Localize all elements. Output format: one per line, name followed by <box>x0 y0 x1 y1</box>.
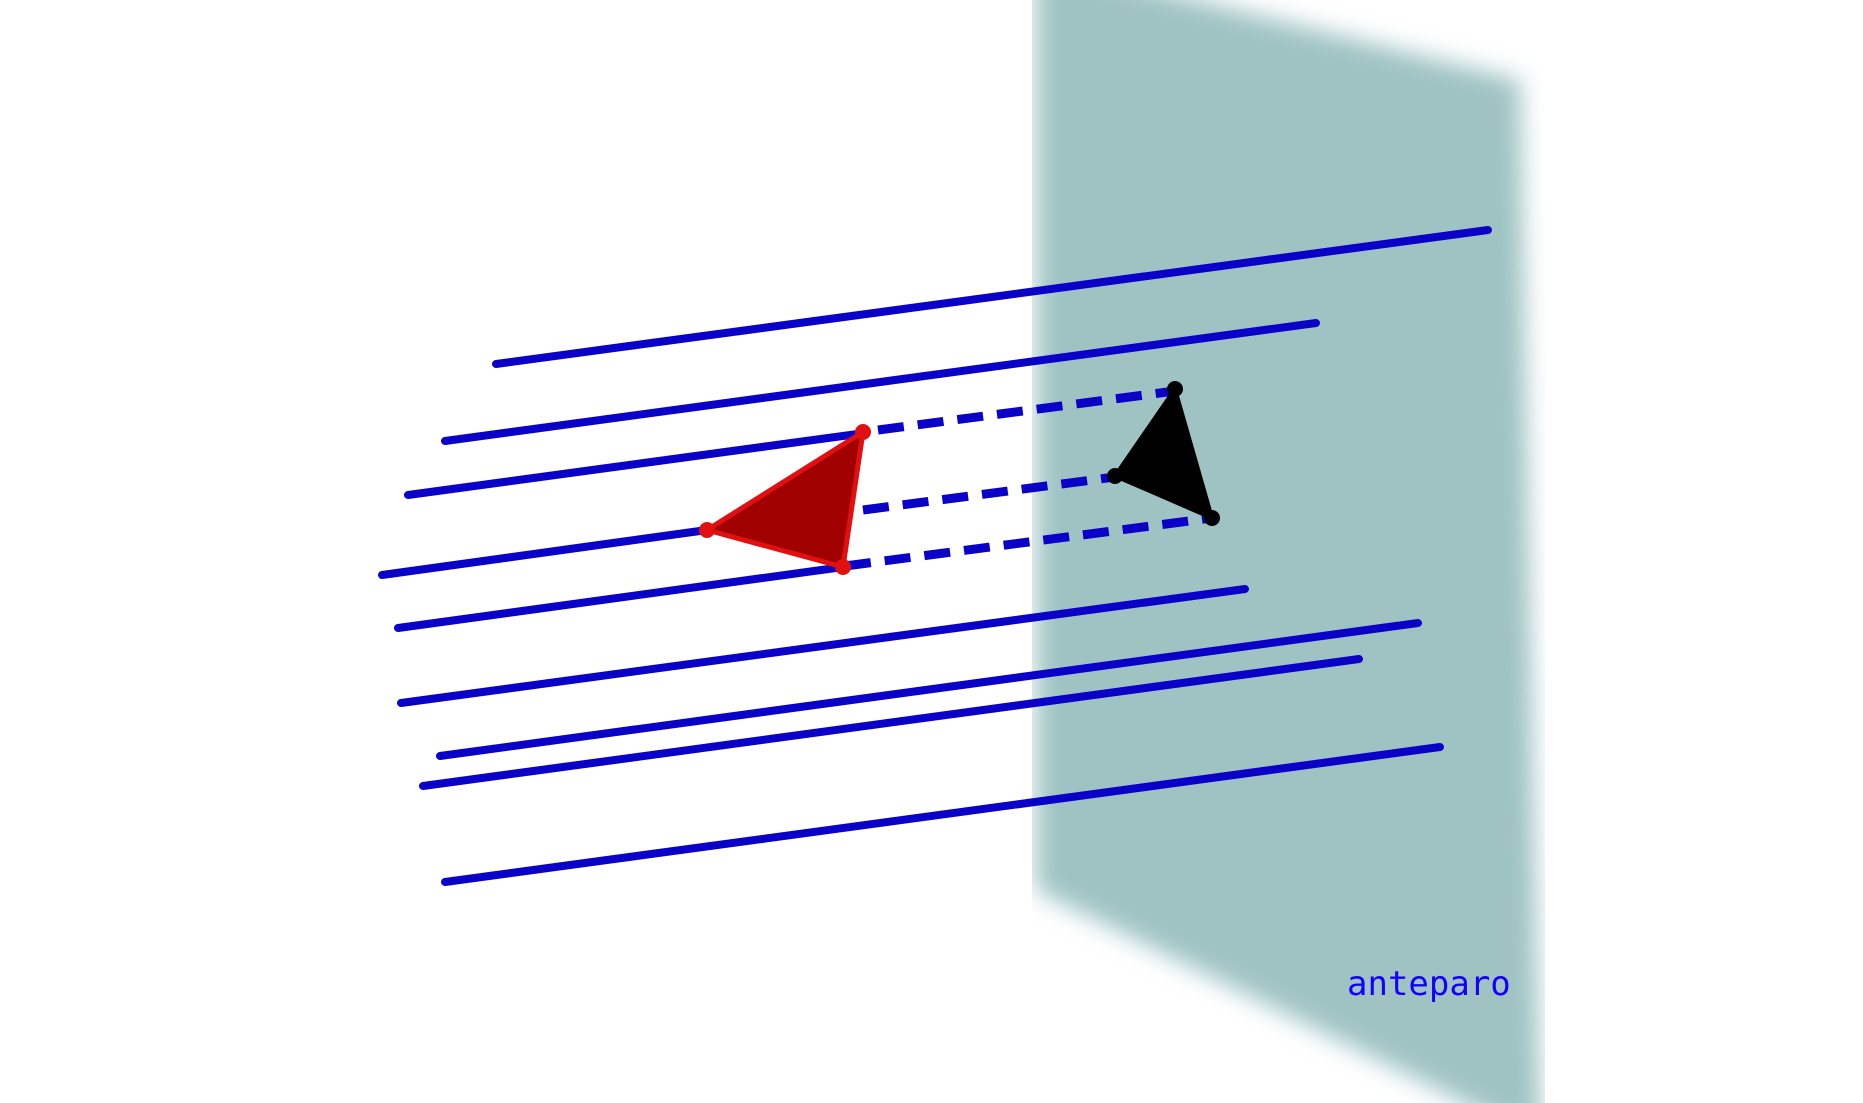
projector-dashes <box>844 386 1213 571</box>
object-vertex-b <box>699 522 715 538</box>
projector-dash-3 <box>844 513 1213 571</box>
projector-dash-2 <box>862 472 1116 515</box>
shadow-triangle <box>1107 381 1220 526</box>
projection-line-3 <box>404 429 869 499</box>
screen-plane <box>1036 0 1540 1103</box>
object-vertex-a <box>855 424 871 440</box>
shadow-vertex-c <box>1204 510 1220 526</box>
projection-line-5 <box>394 563 847 632</box>
projection-line-7 <box>436 619 1422 760</box>
projection-line-1 <box>492 226 1492 368</box>
projection-line-8 <box>419 655 1363 790</box>
projection-line-2 <box>441 319 1320 445</box>
screen-label: anteparo <box>1347 964 1511 1004</box>
projection-line-9 <box>441 743 1444 886</box>
object-triangle <box>699 424 871 575</box>
projection-line-6 <box>397 585 1249 707</box>
projection-lines <box>378 226 1492 886</box>
object-vertex-c <box>835 559 851 575</box>
shadow-vertex-a <box>1167 381 1183 397</box>
projector-dash-1 <box>877 386 1176 435</box>
projection-line-4 <box>378 526 711 579</box>
shadow-vertex-b <box>1107 468 1123 484</box>
